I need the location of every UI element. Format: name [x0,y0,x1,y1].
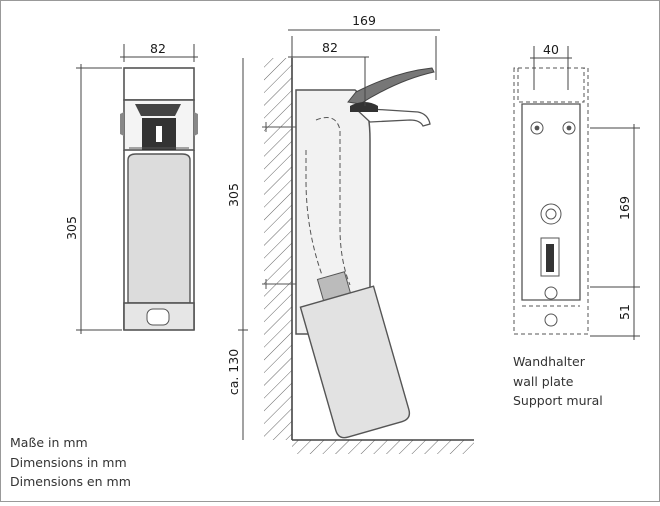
units-caption: Maße in mm Dimensions in mm Dimensions e… [10,433,131,492]
wall-plate-caption-en: wall plate [513,373,574,389]
wall-plate-dimensions [530,46,640,340]
side-mount-height-label: ca. 130 [226,349,241,395]
plate-lower-offset-label: 51 [617,304,632,320]
front-width-label: 82 [150,41,166,56]
side-view [262,67,435,439]
side-dimensions [238,29,440,440]
units-caption-en: Dimensions in mm [10,454,127,470]
units-caption-fr: Dimensions en mm [10,474,131,489]
front-dimensions [76,44,198,334]
side-height-label: 305 [226,183,241,207]
wall-plate-caption-de: Wandhalter [513,354,585,369]
wall-hatch [264,58,292,440]
wall-plate-caption: Wandhalter wall plate Support mural [513,352,603,411]
side-total-depth-label: 169 [352,13,376,28]
plate-height-label: 169 [617,196,632,220]
units-caption-de: Maße in mm [10,435,88,450]
wall-plate-caption-fr: Support mural [513,393,603,408]
front-height-label: 305 [64,216,79,240]
floor-hatch [292,440,474,454]
plate-top-width-label: 40 [543,42,559,57]
side-body-depth-label: 82 [322,40,338,55]
front-view [120,67,198,331]
wall-plate-view [513,67,589,335]
